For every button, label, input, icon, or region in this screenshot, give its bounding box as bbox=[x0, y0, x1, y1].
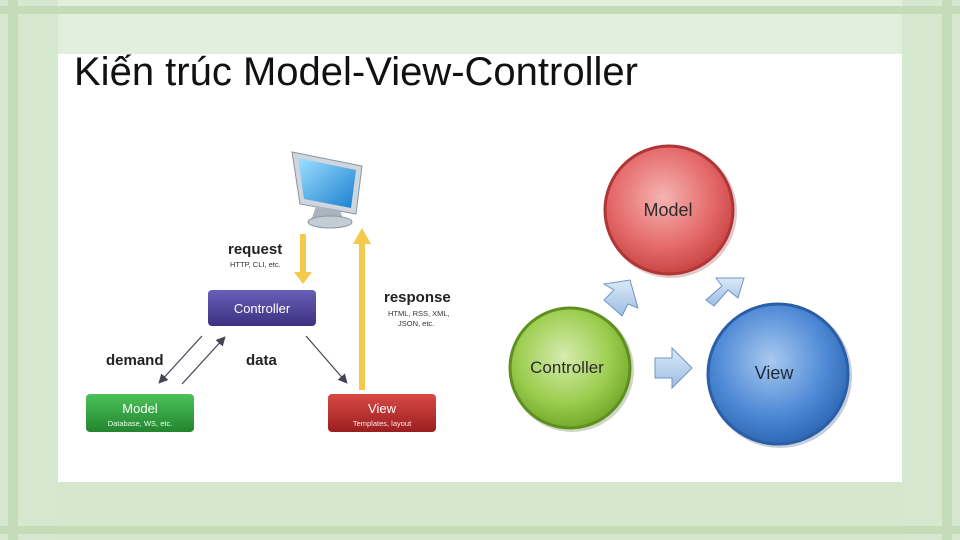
model-circle: Model bbox=[603, 144, 737, 278]
frame-stripe bbox=[0, 6, 960, 14]
controller-to-view-arrow bbox=[305, 335, 348, 384]
request-sublabel: HTTP, CLI, etc. bbox=[230, 260, 281, 269]
view-box: View Templates, layout bbox=[328, 394, 436, 432]
view-circle: View bbox=[706, 302, 852, 448]
frame-stripe bbox=[942, 0, 952, 540]
arrow-view-to-model-icon bbox=[705, 277, 745, 307]
controller-box: Controller bbox=[208, 290, 316, 326]
controller-circle: Controller bbox=[508, 306, 634, 432]
view-box-label: View bbox=[368, 401, 397, 416]
slide-title: Kiến trúc Model-View-Controller bbox=[74, 50, 638, 94]
model-box-sublabel: Database, WS, etc. bbox=[108, 419, 173, 428]
model-circle-label: Model bbox=[643, 200, 692, 220]
data-arrow bbox=[181, 336, 226, 385]
response-sublabel-2: JSON, etc. bbox=[398, 319, 434, 328]
arrow-controller-to-view-icon bbox=[654, 346, 693, 390]
request-arrow bbox=[294, 234, 312, 284]
arrow-controller-to-model-icon bbox=[602, 279, 639, 317]
response-label: response bbox=[384, 289, 451, 306]
model-box-label: Model bbox=[122, 401, 158, 416]
controller-circle-label: Controller bbox=[530, 358, 604, 377]
response-arrow bbox=[353, 228, 371, 390]
monitor-icon bbox=[291, 151, 363, 229]
frame-stripe bbox=[8, 0, 18, 540]
view-box-sublabel: Templates, layout bbox=[353, 419, 412, 428]
view-circle-label: View bbox=[755, 363, 795, 383]
controller-box-label: Controller bbox=[234, 301, 291, 316]
request-label: request bbox=[228, 241, 282, 258]
frame-stripe bbox=[0, 526, 960, 534]
demand-arrow bbox=[158, 335, 203, 384]
demand-label: demand bbox=[106, 352, 164, 369]
model-box: Model Database, WS, etc. bbox=[86, 394, 194, 432]
data-label: data bbox=[246, 352, 278, 369]
response-sublabel-1: HTML, RSS, XML, bbox=[388, 309, 450, 318]
